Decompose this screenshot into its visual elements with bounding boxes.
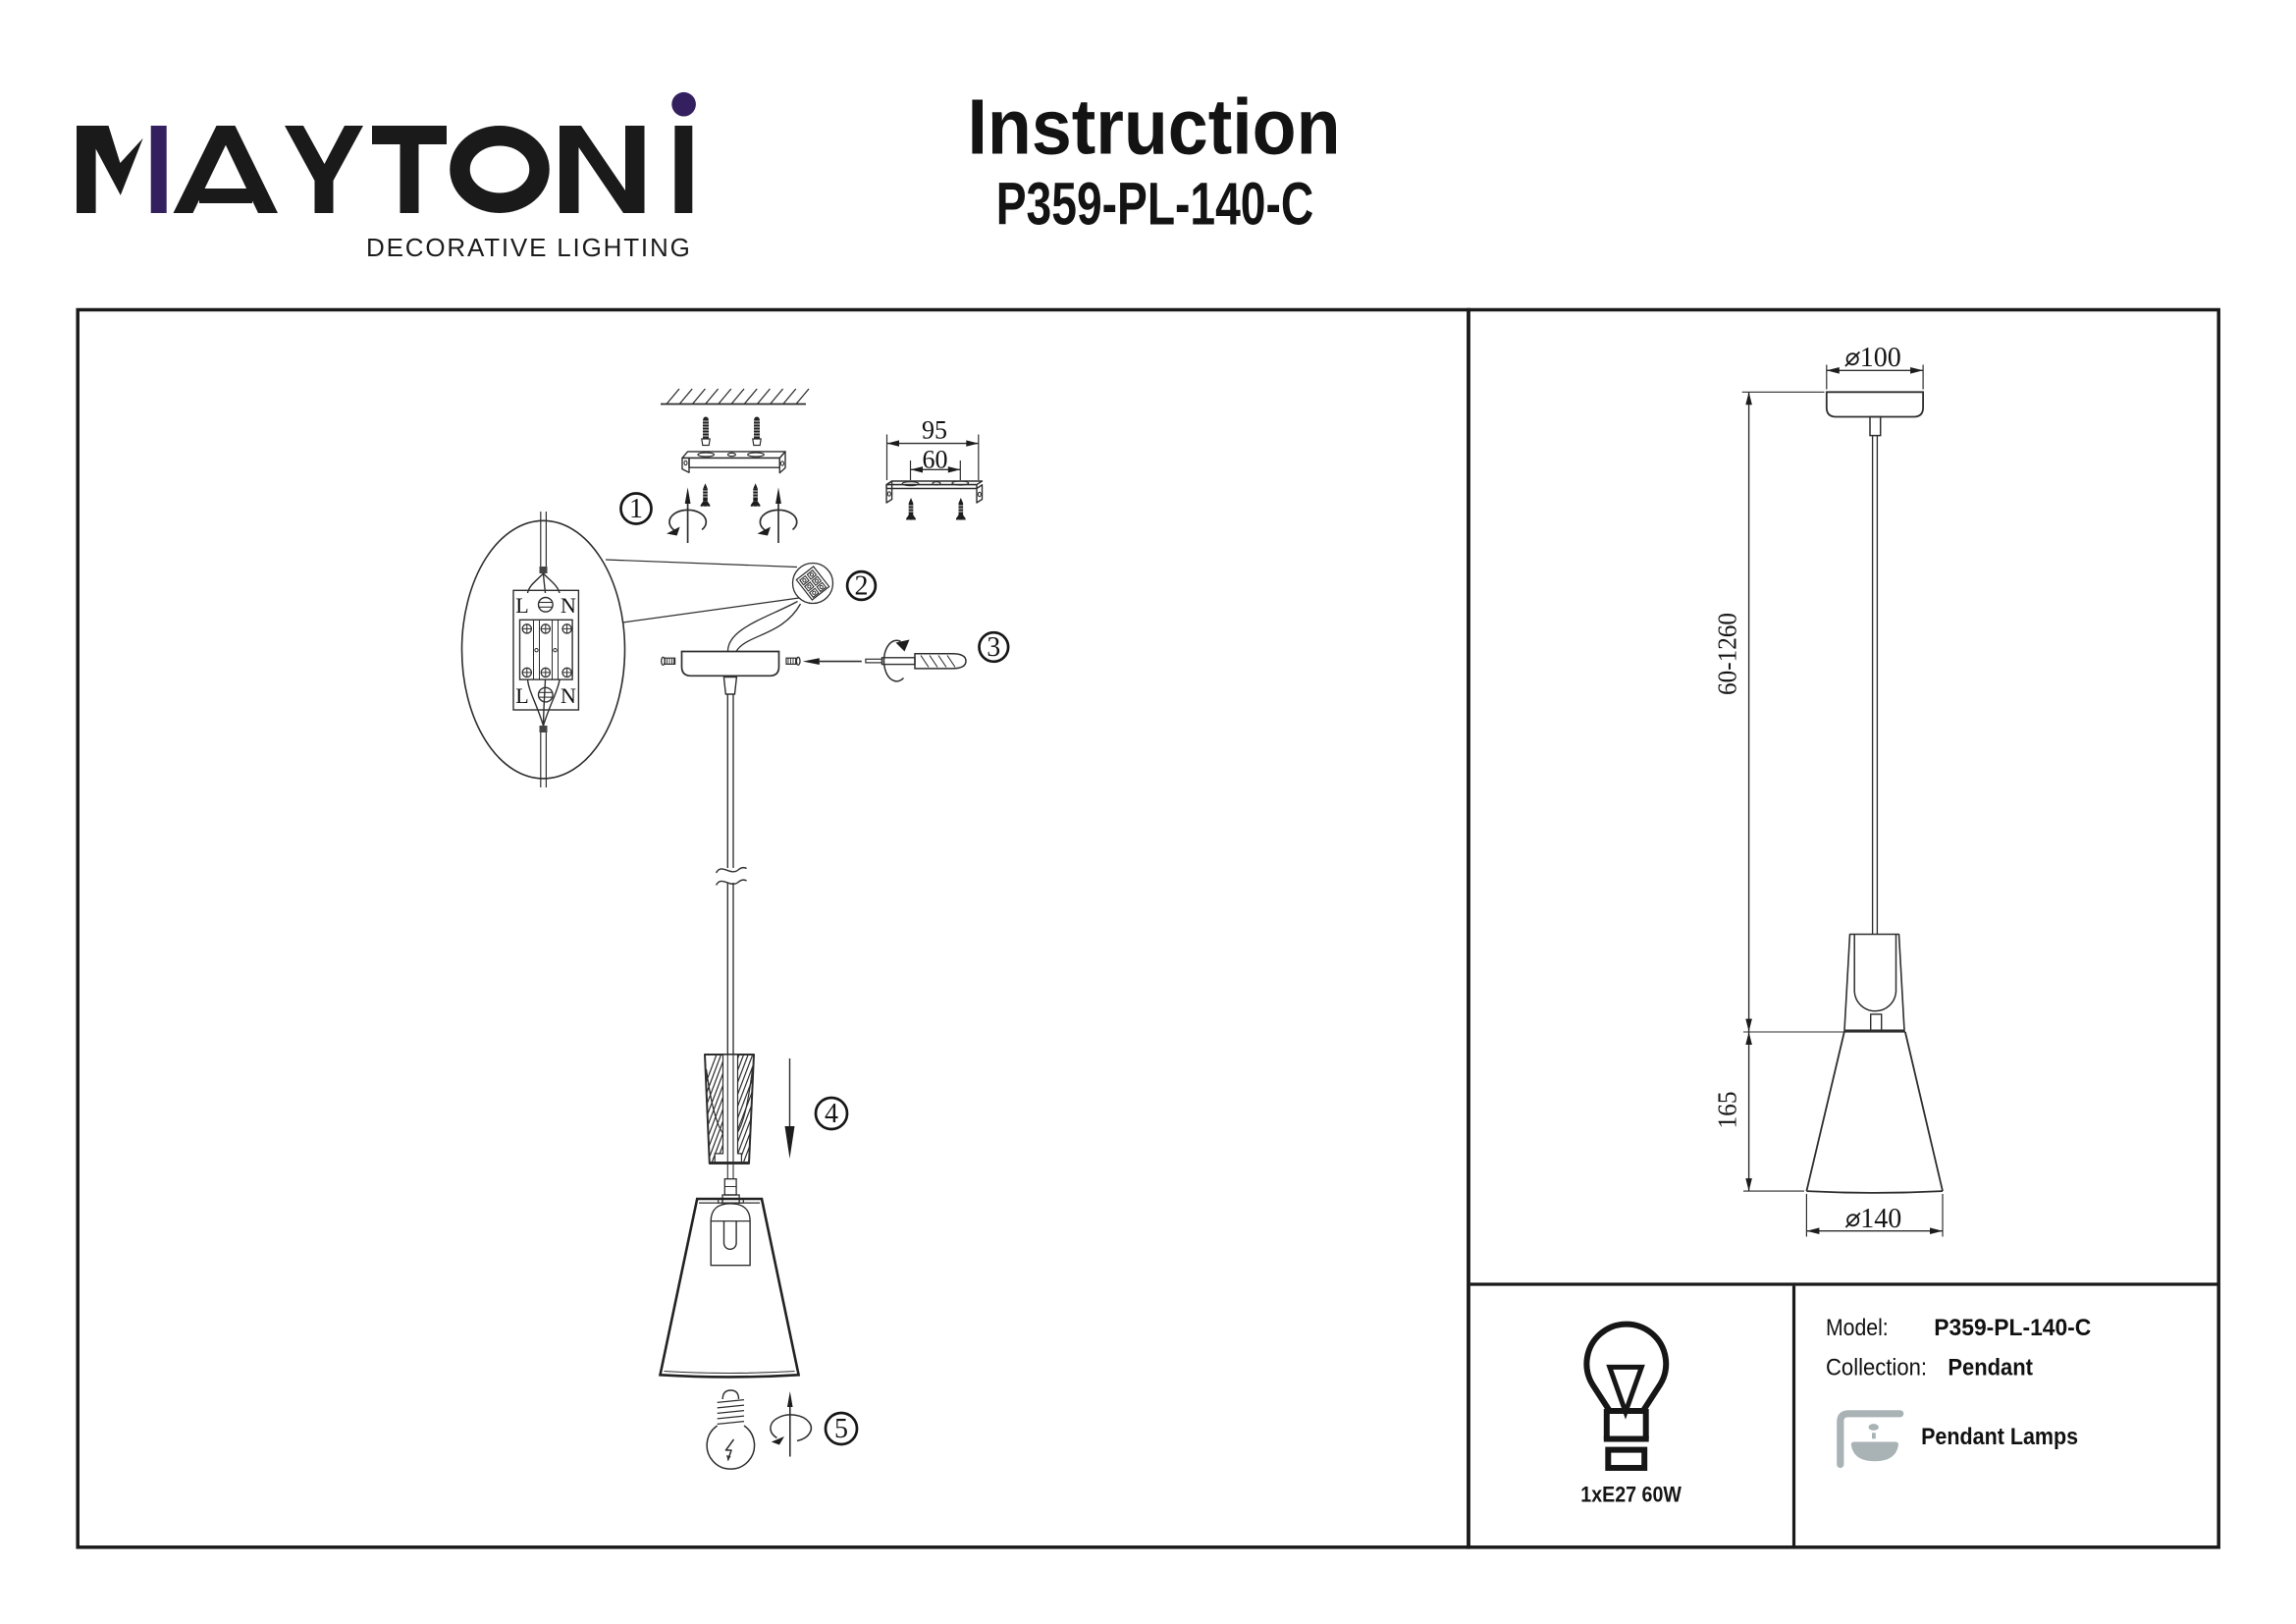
svg-text:L: L xyxy=(515,683,528,708)
svg-text:4: 4 xyxy=(825,1099,838,1129)
svg-text:2: 2 xyxy=(855,571,869,602)
svg-text:1xE27 60W: 1xE27 60W xyxy=(1580,1482,1682,1506)
svg-text:165: 165 xyxy=(1713,1092,1742,1129)
svg-text:100: 100 xyxy=(1860,343,1901,373)
svg-text:N: N xyxy=(561,593,576,618)
svg-text:P359-PL-140-C: P359-PL-140-C xyxy=(996,170,1314,237)
svg-text:140: 140 xyxy=(1860,1204,1901,1234)
svg-text:Collection:: Collection: xyxy=(1826,1355,1927,1381)
svg-text:DECORATIVE LIGHTING: DECORATIVE LIGHTING xyxy=(366,233,693,262)
svg-text:Instruction: Instruction xyxy=(968,83,1341,171)
svg-text:L: L xyxy=(515,593,528,618)
svg-text:Model:: Model: xyxy=(1826,1315,1889,1341)
svg-text:60-1260: 60-1260 xyxy=(1713,613,1742,695)
svg-text:P359-PL-140-C: P359-PL-140-C xyxy=(1934,1315,2091,1341)
svg-text:5: 5 xyxy=(834,1414,848,1444)
svg-text:N: N xyxy=(561,683,576,708)
svg-text:Pendant: Pendant xyxy=(1948,1355,2033,1381)
svg-text:95: 95 xyxy=(922,416,947,445)
svg-text:1: 1 xyxy=(629,494,643,524)
svg-text:3: 3 xyxy=(987,632,1000,663)
svg-text:Pendant Lamps: Pendant Lamps xyxy=(1921,1424,2078,1450)
